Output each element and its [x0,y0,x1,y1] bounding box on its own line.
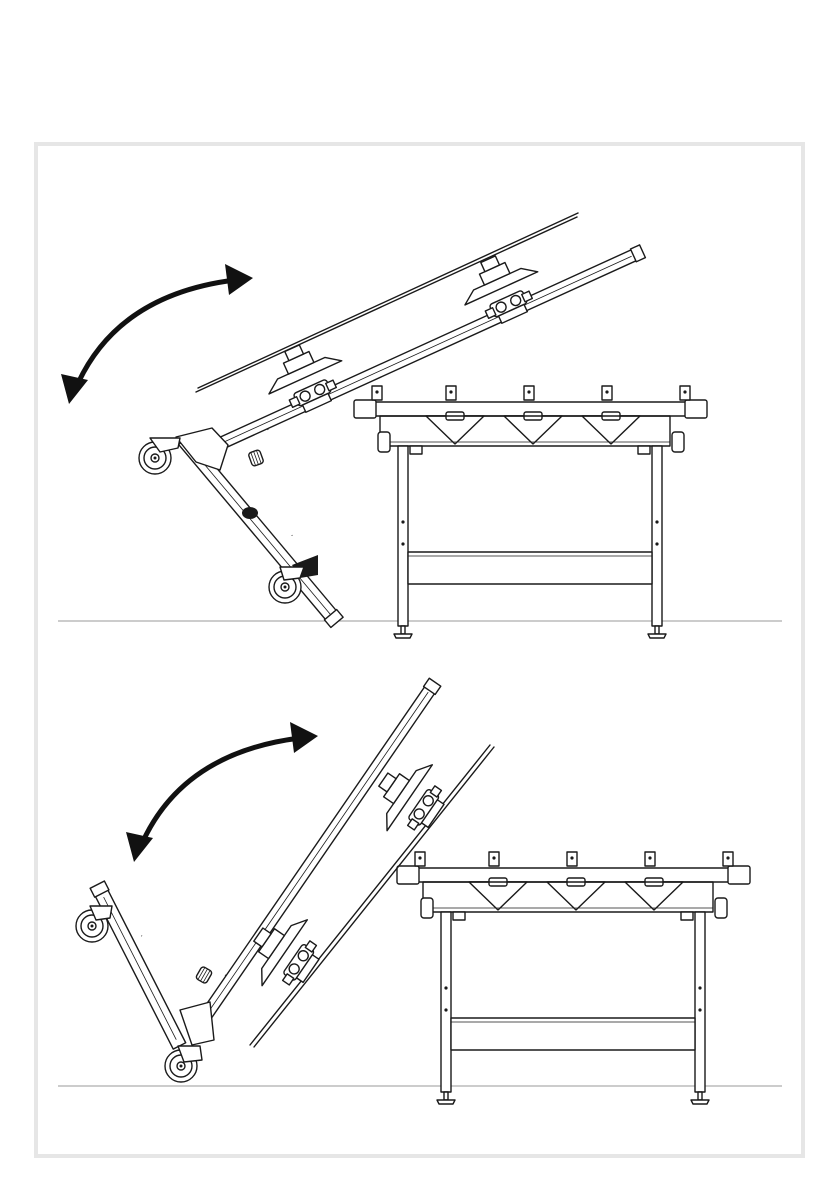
rotate-arrow-icon [61,264,253,404]
workbench [354,386,707,638]
rotate-arrow-icon [126,722,318,862]
figure-upper [58,213,782,638]
figure-lower [58,678,782,1104]
workbench [397,852,750,1104]
